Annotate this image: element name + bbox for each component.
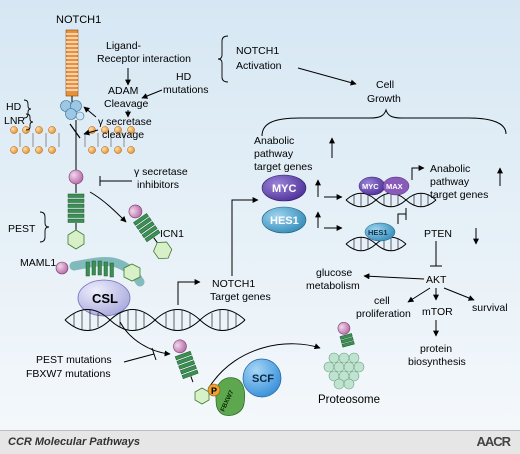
notch-activation-line2: Activation bbox=[236, 60, 282, 72]
pten-label: PTEN bbox=[424, 228, 452, 240]
anabolic-b-line3: target genes bbox=[430, 189, 488, 201]
ligand-label-line2: Receptor interaction bbox=[97, 53, 191, 65]
myc-small-label: MYC bbox=[362, 182, 379, 191]
survival-label: survival bbox=[472, 302, 508, 314]
pest-label: PEST bbox=[8, 223, 36, 235]
akt-label: AKT bbox=[426, 274, 447, 286]
dna-myc-max-rungs bbox=[353, 193, 429, 207]
protein-line1: protein bbox=[420, 343, 452, 355]
cell-growth-line1: Cell bbox=[376, 79, 394, 91]
cell-growth-line2: Growth bbox=[367, 93, 401, 105]
target-gene-arrow bbox=[177, 279, 201, 305]
max-small-label: MAX bbox=[386, 182, 403, 191]
notch-activation-line1: NOTCH1 bbox=[236, 45, 279, 57]
adam-cleavage-label: Cleavage bbox=[104, 98, 149, 110]
notch1-receptor bbox=[60, 29, 85, 170]
hes1-small-label: HES1 bbox=[368, 228, 388, 237]
cell-growth-brace bbox=[261, 108, 507, 137]
notch-targets-line1: NOTCH1 bbox=[212, 278, 255, 290]
notch1-intracellular bbox=[67, 169, 85, 250]
csl-label: CSL bbox=[92, 291, 118, 306]
myc-hes1-arrows bbox=[315, 179, 343, 231]
pest-mutations-label: PEST mutations bbox=[36, 354, 112, 366]
receptor-arrows bbox=[83, 68, 163, 223]
transcription-complex bbox=[55, 257, 145, 317]
scf-complex bbox=[207, 358, 282, 416]
max-small-protein bbox=[382, 176, 410, 196]
hes1-inhibit-bar bbox=[397, 208, 407, 224]
footer-title: CCR Molecular Pathways bbox=[8, 436, 141, 448]
maml1-label: MAML1 bbox=[20, 257, 56, 269]
mtor-label: mTOR bbox=[422, 306, 453, 318]
hes1-protein bbox=[261, 206, 307, 234]
hes1-label: HES1 bbox=[270, 215, 299, 227]
glucose-line1: glucose bbox=[316, 267, 352, 279]
anabolic-a-line3: target genes bbox=[254, 161, 312, 173]
hd-mutations-line2: mutations bbox=[163, 84, 209, 96]
proteosome bbox=[323, 352, 365, 390]
hd-lnr-brackets bbox=[23, 99, 50, 243]
p-label: P bbox=[211, 386, 217, 396]
gsi-label-line1: γ secretase bbox=[134, 166, 188, 178]
target-branch-arrows bbox=[231, 197, 259, 276]
notch-targets-line2: Target genes bbox=[210, 291, 271, 303]
activation-to-growth-arrow bbox=[297, 67, 357, 86]
dna-main bbox=[64, 309, 246, 331]
notch1-pathway-diagram: NOTCH1 Ligand- Receptor interaction HD m… bbox=[0, 0, 520, 430]
akt-arrows bbox=[363, 273, 475, 303]
scf-label: SCF bbox=[252, 373, 274, 385]
activation-bracket bbox=[217, 35, 229, 83]
icn1-fragment bbox=[128, 204, 173, 260]
proteosome-substrate bbox=[337, 321, 355, 348]
dna-hes1-rungs bbox=[353, 237, 399, 251]
icn1-label: ICN1 bbox=[160, 228, 184, 240]
prolif-line1: cell bbox=[374, 295, 390, 307]
gamma-cleavage-line1: γ secretase bbox=[98, 116, 152, 128]
footer-bar: CCR Molecular Pathways AACR bbox=[0, 430, 520, 454]
icn1-degradation-fragment bbox=[173, 339, 199, 383]
dna-hes1 bbox=[345, 236, 407, 252]
hd-label: HD bbox=[6, 101, 22, 113]
protein-line2: biosynthesis bbox=[408, 356, 466, 368]
prolif-line2: proliferation bbox=[356, 308, 411, 320]
notch1-label: NOTCH1 bbox=[56, 14, 101, 26]
hd-mutations-line1: HD bbox=[176, 71, 192, 83]
adam-label: ADAM bbox=[108, 85, 138, 97]
dna-main-rungs bbox=[73, 310, 237, 330]
myc-protein bbox=[261, 174, 307, 202]
fbxw7-mutations-label: FBXW7 mutations bbox=[26, 368, 111, 380]
gsi-label-line2: inhibitors bbox=[137, 179, 179, 191]
anabolic-a-line1: Anabolic bbox=[254, 135, 294, 147]
anabolic-b-line2: pathway bbox=[430, 176, 470, 188]
hes1-small-protein bbox=[364, 222, 396, 242]
myc-label: MYC bbox=[272, 183, 297, 195]
anabolic-b-line1: Anabolic bbox=[430, 163, 470, 175]
ligand-label-line1: Ligand- bbox=[106, 40, 142, 52]
gamma-cleavage-line2: cleavage bbox=[102, 129, 144, 141]
lnr-label: LNR bbox=[4, 115, 25, 127]
anabolic-a-line2: pathway bbox=[254, 148, 294, 160]
glucose-line2: metabolism bbox=[306, 280, 360, 292]
degradation-arrows bbox=[119, 321, 321, 387]
background bbox=[0, 0, 520, 430]
pest-hexagon bbox=[194, 387, 210, 405]
myc-max-arrow bbox=[411, 165, 425, 180]
proteosome-label: Proteosome bbox=[318, 394, 380, 406]
cell-membrane bbox=[10, 123, 135, 154]
aacr-logo: AACR bbox=[476, 434, 511, 449]
